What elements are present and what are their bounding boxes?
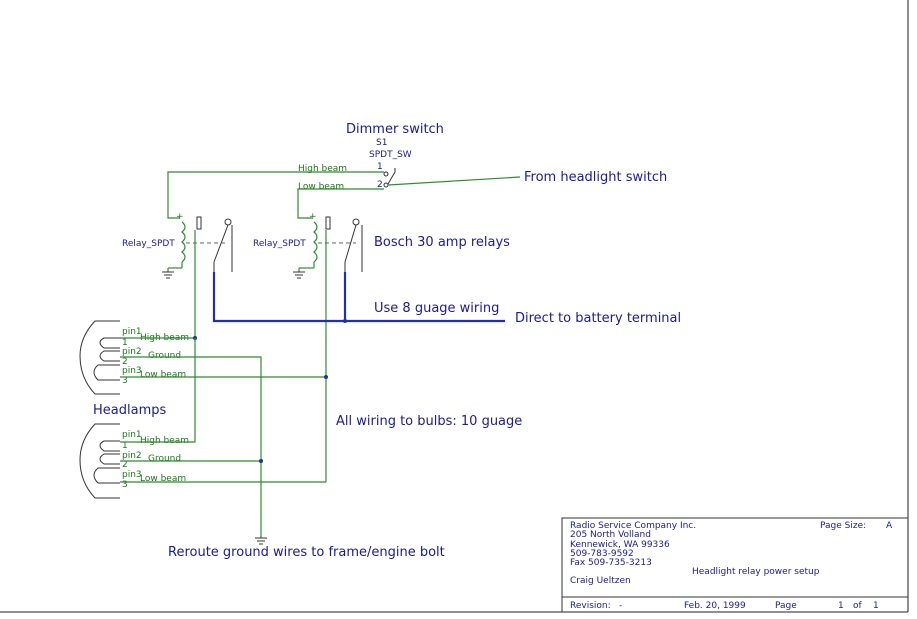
dimmer-part: SPDT_SW bbox=[369, 150, 412, 160]
lamp1-n2: 2 bbox=[122, 357, 128, 367]
lamp2-low-label: Low beam bbox=[140, 474, 186, 484]
power-junction bbox=[343, 319, 347, 323]
wire-from-switch bbox=[387, 176, 521, 186]
svg-text:+: + bbox=[309, 212, 317, 222]
tb-address2: Kennewick, WA 99336 bbox=[570, 540, 670, 550]
title-block bbox=[561, 517, 908, 612]
lamp2-n2: 2 bbox=[122, 460, 128, 470]
lamp2-pin2: pin2 bbox=[122, 451, 142, 461]
wire-low-beam-dimmer bbox=[297, 188, 384, 219]
lamp1-pin1: pin1 bbox=[122, 327, 142, 337]
relays-note: Bosch 30 amp relays bbox=[374, 235, 510, 250]
tb-page-label: Page bbox=[775, 601, 797, 611]
tb-of-label: of bbox=[853, 601, 863, 611]
gauge-8-note: Use 8 guage wiring bbox=[374, 301, 499, 316]
lamp1-low-label: Low beam bbox=[140, 370, 186, 380]
lamp1-pin3: pin3 bbox=[122, 366, 142, 376]
tb-revision: - bbox=[619, 601, 622, 611]
junction-ground bbox=[259, 459, 263, 463]
tb-fax: Fax 509-735-3213 bbox=[570, 558, 652, 568]
tb-page-size-label: Page Size: bbox=[820, 521, 866, 531]
relay-1-symbol: + bbox=[162, 212, 233, 338]
tb-date: Feb. 20, 1999 bbox=[684, 601, 746, 611]
lamp2-n1: 1 bbox=[122, 441, 128, 451]
tb-page-num: 1 bbox=[838, 601, 844, 611]
lamp1-n3: 3 bbox=[122, 376, 128, 386]
headlamps-label: Headlamps bbox=[93, 403, 166, 418]
ground-note: Reroute ground wires to frame/engine bol… bbox=[168, 545, 445, 560]
lamp2-pin1: pin1 bbox=[122, 430, 142, 440]
tb-phone: 509-783-9592 bbox=[570, 549, 634, 559]
dimmer-pin1: 1 bbox=[377, 162, 383, 172]
relay-1-label: Relay_SPDT bbox=[122, 239, 175, 249]
wire-high-beam-dimmer bbox=[167, 171, 384, 219]
tb-page-total: 1 bbox=[873, 601, 879, 611]
battery-note: Direct to battery terminal bbox=[515, 311, 681, 326]
wire-lamp2-high bbox=[120, 338, 196, 443]
tb-title: Headlight relay power setup bbox=[692, 567, 820, 577]
from-switch-label: From headlight switch bbox=[524, 170, 667, 185]
svg-text:+: + bbox=[176, 212, 184, 222]
dimmer-high-label: High beam bbox=[298, 164, 347, 174]
wire-battery-power bbox=[212, 272, 505, 323]
dimmer-low-label: Low beam bbox=[298, 182, 344, 192]
headlamp-2-symbol bbox=[79, 423, 120, 499]
relay-2-symbol: + bbox=[293, 212, 363, 482]
tb-author: Craig Ueltzen bbox=[570, 576, 631, 586]
gauge-10-note: All wiring to bulbs: 10 guage bbox=[336, 414, 522, 429]
tb-revision-label: Revision: bbox=[570, 601, 611, 611]
lamp2-pin3: pin3 bbox=[122, 470, 142, 480]
ground-symbol bbox=[255, 537, 267, 545]
lamp1-n1: 1 bbox=[122, 338, 128, 348]
lamp1-pin2: pin2 bbox=[122, 347, 142, 357]
tb-address1: 205 North Volland bbox=[570, 530, 651, 540]
lamp2-ground-label: Ground bbox=[148, 454, 181, 464]
dimmer-pin2: 2 bbox=[377, 180, 383, 190]
dimmer-title: Dimmer switch bbox=[346, 122, 444, 137]
headlamp-1-symbol bbox=[79, 320, 120, 395]
dimmer-ref: S1 bbox=[376, 138, 387, 148]
relay-2-label: Relay_SPDT bbox=[253, 239, 306, 249]
lamp2-n3: 3 bbox=[122, 480, 128, 490]
lamp2-high-label: High beam bbox=[140, 436, 189, 446]
wire-lamp1-ground bbox=[120, 356, 262, 538]
lamp1-ground-label: Ground bbox=[148, 351, 181, 361]
tb-page-size: A bbox=[886, 521, 893, 531]
tb-company: Radio Service Company Inc. bbox=[570, 521, 696, 531]
junction-low-1 bbox=[324, 375, 328, 379]
